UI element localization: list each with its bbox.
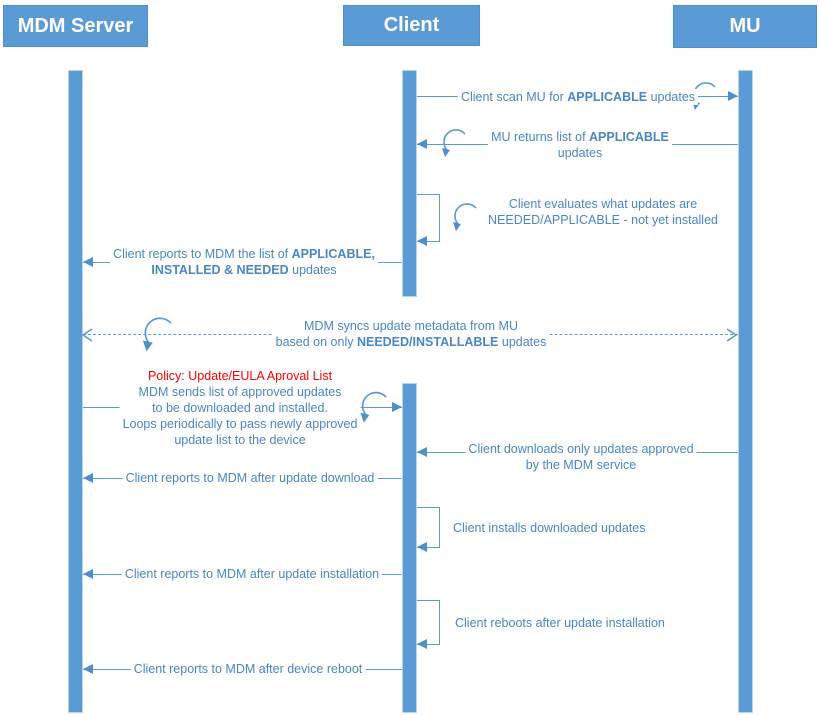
lifeline-client-upper — [402, 70, 417, 297]
loop-arrow-icon — [142, 317, 172, 352]
arrowhead-icon — [83, 257, 93, 267]
arrowhead-icon — [728, 91, 738, 101]
self-message-evaluate — [417, 194, 440, 242]
label-text: based on only — [275, 335, 357, 349]
label-text-bold: INSTALLED & NEEDED — [151, 263, 289, 277]
loop-arrow-icon — [453, 203, 477, 231]
message-label-report-install: Client reports to MDM after update insta… — [121, 566, 383, 582]
label-text-bold: APPLICABLE — [589, 130, 669, 144]
label-line: Client reports to MDM the list of APPLIC… — [113, 246, 375, 262]
actor-client-label: Client — [383, 14, 440, 36]
actor-mu: MU — [673, 5, 817, 48]
lifeline-client-lower — [402, 383, 417, 713]
label-text: updates — [498, 335, 547, 349]
label-line: INSTALLED & NEEDED updates — [113, 262, 375, 278]
lifeline-mu — [738, 70, 753, 713]
arrowhead-icon — [417, 542, 427, 552]
label-text-bold: NEEDED/INSTALLABLE — [356, 335, 499, 349]
label-line: Client downloads only updates approved — [468, 442, 694, 456]
open-arrowhead-right-icon — [726, 328, 738, 342]
message-label-policy: Policy: Update/EULA Aproval List MDM sen… — [119, 368, 361, 448]
message-label-download: Client downloads only updates approved b… — [465, 441, 697, 473]
message-label-sync: MDM syncs update metadata from MU based … — [272, 318, 550, 350]
label-line: to be downloaded and installed. — [152, 401, 328, 415]
actor-mdm-server: MDM Server — [3, 5, 148, 47]
arrowhead-icon — [83, 664, 93, 674]
label-text-bold: APPLICABLE — [567, 90, 648, 104]
open-arrowhead-left-icon — [81, 328, 93, 342]
arrowhead-icon — [417, 139, 427, 149]
arrowhead-icon — [392, 402, 402, 412]
label-text: MU returns list of — [491, 130, 590, 144]
label-text: Client scan MU for — [460, 90, 568, 104]
message-label-returns: MU returns list of APPLICABLE updates — [488, 129, 672, 161]
arrowhead-icon — [83, 569, 93, 579]
self-message-reboot — [417, 600, 440, 645]
policy-title: Policy: Update/EULA Aproval List — [147, 369, 333, 383]
label-line: NEEDED/APPLICABLE - not yet installed — [488, 213, 718, 227]
lifeline-mdm — [68, 70, 83, 713]
message-label-reboot: Client reboots after update installation — [452, 615, 668, 631]
message-label-report-download: Client reports to MDM after update downl… — [122, 470, 378, 486]
actor-mdm-server-label: MDM Server — [17, 14, 134, 37]
message-label-evaluate: Client evaluates what updates are NEEDED… — [485, 196, 721, 228]
label-line: MDM syncs update metadata from MU — [304, 319, 518, 333]
label-line: based on only NEEDED/INSTALLABLE updates — [276, 334, 547, 350]
label-line: by the MDM service — [525, 458, 637, 472]
label-line: updates — [557, 146, 603, 160]
label-line: MU returns list of APPLICABLE — [491, 129, 669, 145]
arrowhead-icon — [417, 236, 427, 246]
arrowhead-icon — [417, 639, 427, 649]
arrowhead-icon — [83, 473, 93, 483]
label-text: updates — [288, 263, 337, 277]
self-message-install — [417, 507, 440, 548]
label-text: updates — [647, 90, 696, 104]
label-line: update list to the device — [174, 433, 306, 447]
label-text-bold: APPLICABLE, — [291, 247, 375, 261]
message-label-install: Client installs downloaded updates — [450, 520, 649, 536]
arrowhead-icon — [417, 447, 427, 457]
label-line: Loops periodically to pass newly approve… — [122, 417, 358, 431]
label-line: MDM sends list of approved updates — [138, 385, 342, 399]
message-label-scan: Client scan MU for APPLICABLE updates — [457, 89, 699, 105]
label-text: Client reports to MDM the list of — [113, 247, 292, 261]
message-label-report-reboot: Client reports to MDM after device reboo… — [130, 661, 366, 677]
message-label-report-list: Client reports to MDM the list of APPLIC… — [110, 246, 378, 278]
actor-client: Client — [343, 5, 480, 46]
loop-arrow-icon — [442, 129, 466, 157]
actor-mu-label: MU — [729, 15, 761, 37]
loop-arrow-icon — [360, 391, 387, 423]
label-line: Client evaluates what updates are — [508, 197, 698, 211]
